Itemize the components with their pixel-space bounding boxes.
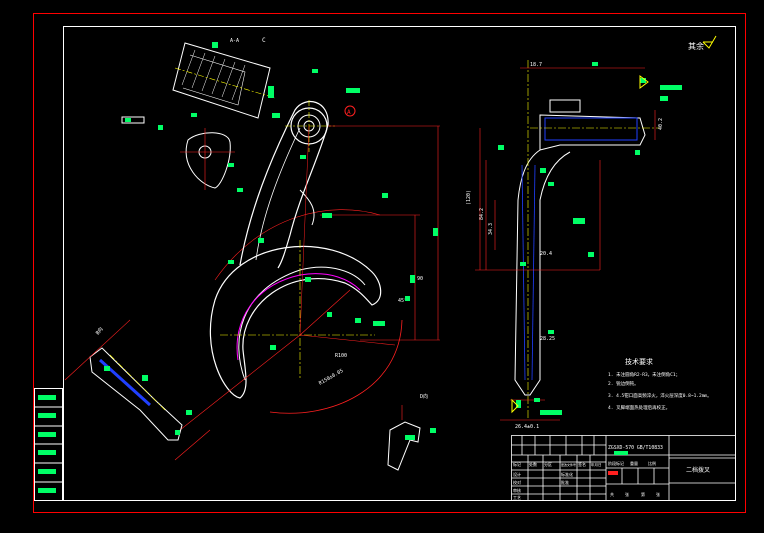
- role-cell-6: 批准: [561, 479, 569, 485]
- tech-title: 技术要求: [625, 357, 653, 366]
- roughness-label: 其余: [688, 41, 704, 51]
- tech-line-4: 4. 叉脚端面热处理后再校正。: [608, 404, 670, 411]
- tech-line-1: 1. 未注圆角R2-R3，未注倒角C1；: [608, 371, 680, 378]
- roughness-symbol: 其余: [688, 35, 717, 51]
- left-margin-stamps: [34, 388, 63, 501]
- dim-shaft-w: 28.25: [540, 336, 555, 342]
- section-a-a: A-A C: [172, 37, 276, 119]
- dim-low: 34.3: [488, 223, 494, 235]
- tech-line-3: 3. 4.5钳口面高频淬火，淬火层深度0.8~1.2mm。: [608, 392, 712, 399]
- dim-r-main: R150±0.05: [318, 368, 344, 387]
- section-label-d: D向: [420, 393, 428, 400]
- role-cell-3: 审核: [513, 487, 521, 493]
- section-b-view: B向: [64, 319, 211, 461]
- dim-top: 18.7: [530, 62, 542, 68]
- title-block-text: ZGSXD-570 GB/T10833 二档拨叉 标记 处数 分区 更改文件号 …: [513, 445, 710, 500]
- drawing-code: ZGSXD-570 GB/T10833: [608, 445, 663, 451]
- dim-r100: R100: [335, 353, 347, 359]
- role-cell-2: 校对: [513, 479, 521, 485]
- tech-requirements: 技术要求 1. 未注圆角R2-R3，未注倒角C1； 2. 锐边倒钝。 3. 4.…: [608, 357, 712, 411]
- dim-bottom: 26.4±0.1: [515, 424, 539, 430]
- sheet-cell-2: 张: [625, 491, 629, 497]
- sheet-cell-4: 张: [656, 491, 660, 497]
- svg-text:A: A: [347, 109, 351, 116]
- header-cell-2: 处数: [529, 461, 537, 467]
- dim-bottom-w: 20.4: [540, 251, 552, 257]
- dim-right: 40.2: [658, 118, 664, 130]
- role-cell-1: 设计: [513, 471, 521, 477]
- header-cell-4: 更改文件号: [561, 462, 576, 467]
- section-d-view: D向: [387, 393, 436, 471]
- header-cell-5: 签名: [578, 461, 586, 467]
- tech-line-2: 2. 锐边倒钝。: [608, 380, 639, 387]
- section-label-b: B向: [94, 326, 105, 337]
- sheet-cell-1: 共: [610, 491, 614, 497]
- header-cell-6: 年月日: [591, 462, 602, 467]
- role-cell-4: 工艺: [513, 495, 521, 500]
- outer-border: [33, 13, 746, 513]
- profile-view-left: [121, 113, 235, 190]
- stage-cell-2: 重量: [630, 460, 638, 466]
- main-view-fork: 90 R100 R150±0.05 45° A: [179, 69, 440, 431]
- stage-cell-1: 阶段标记: [608, 460, 624, 466]
- dim-left-total: (120): [466, 190, 472, 205]
- sheet-cell-3: 第: [641, 491, 645, 497]
- header-cell-3: 分区: [544, 461, 552, 467]
- stage-cell-3: 比例: [648, 460, 656, 466]
- section-label-a: A-A: [230, 38, 239, 44]
- dim-angle: 45°: [398, 298, 407, 304]
- svg-text:90: 90: [417, 276, 423, 282]
- side-view: 18.7 (120) 84.2 34.3 28.25 20.4 26.4±0.1…: [466, 60, 682, 430]
- part-name: 二档拨叉: [686, 466, 710, 474]
- role-cell-5: 标准化: [561, 471, 573, 477]
- inner-border: [63, 26, 736, 501]
- header-cell-1: 标记: [513, 461, 521, 467]
- section-label-c: C: [262, 37, 266, 44]
- dim-mid: 84.2: [479, 208, 485, 220]
